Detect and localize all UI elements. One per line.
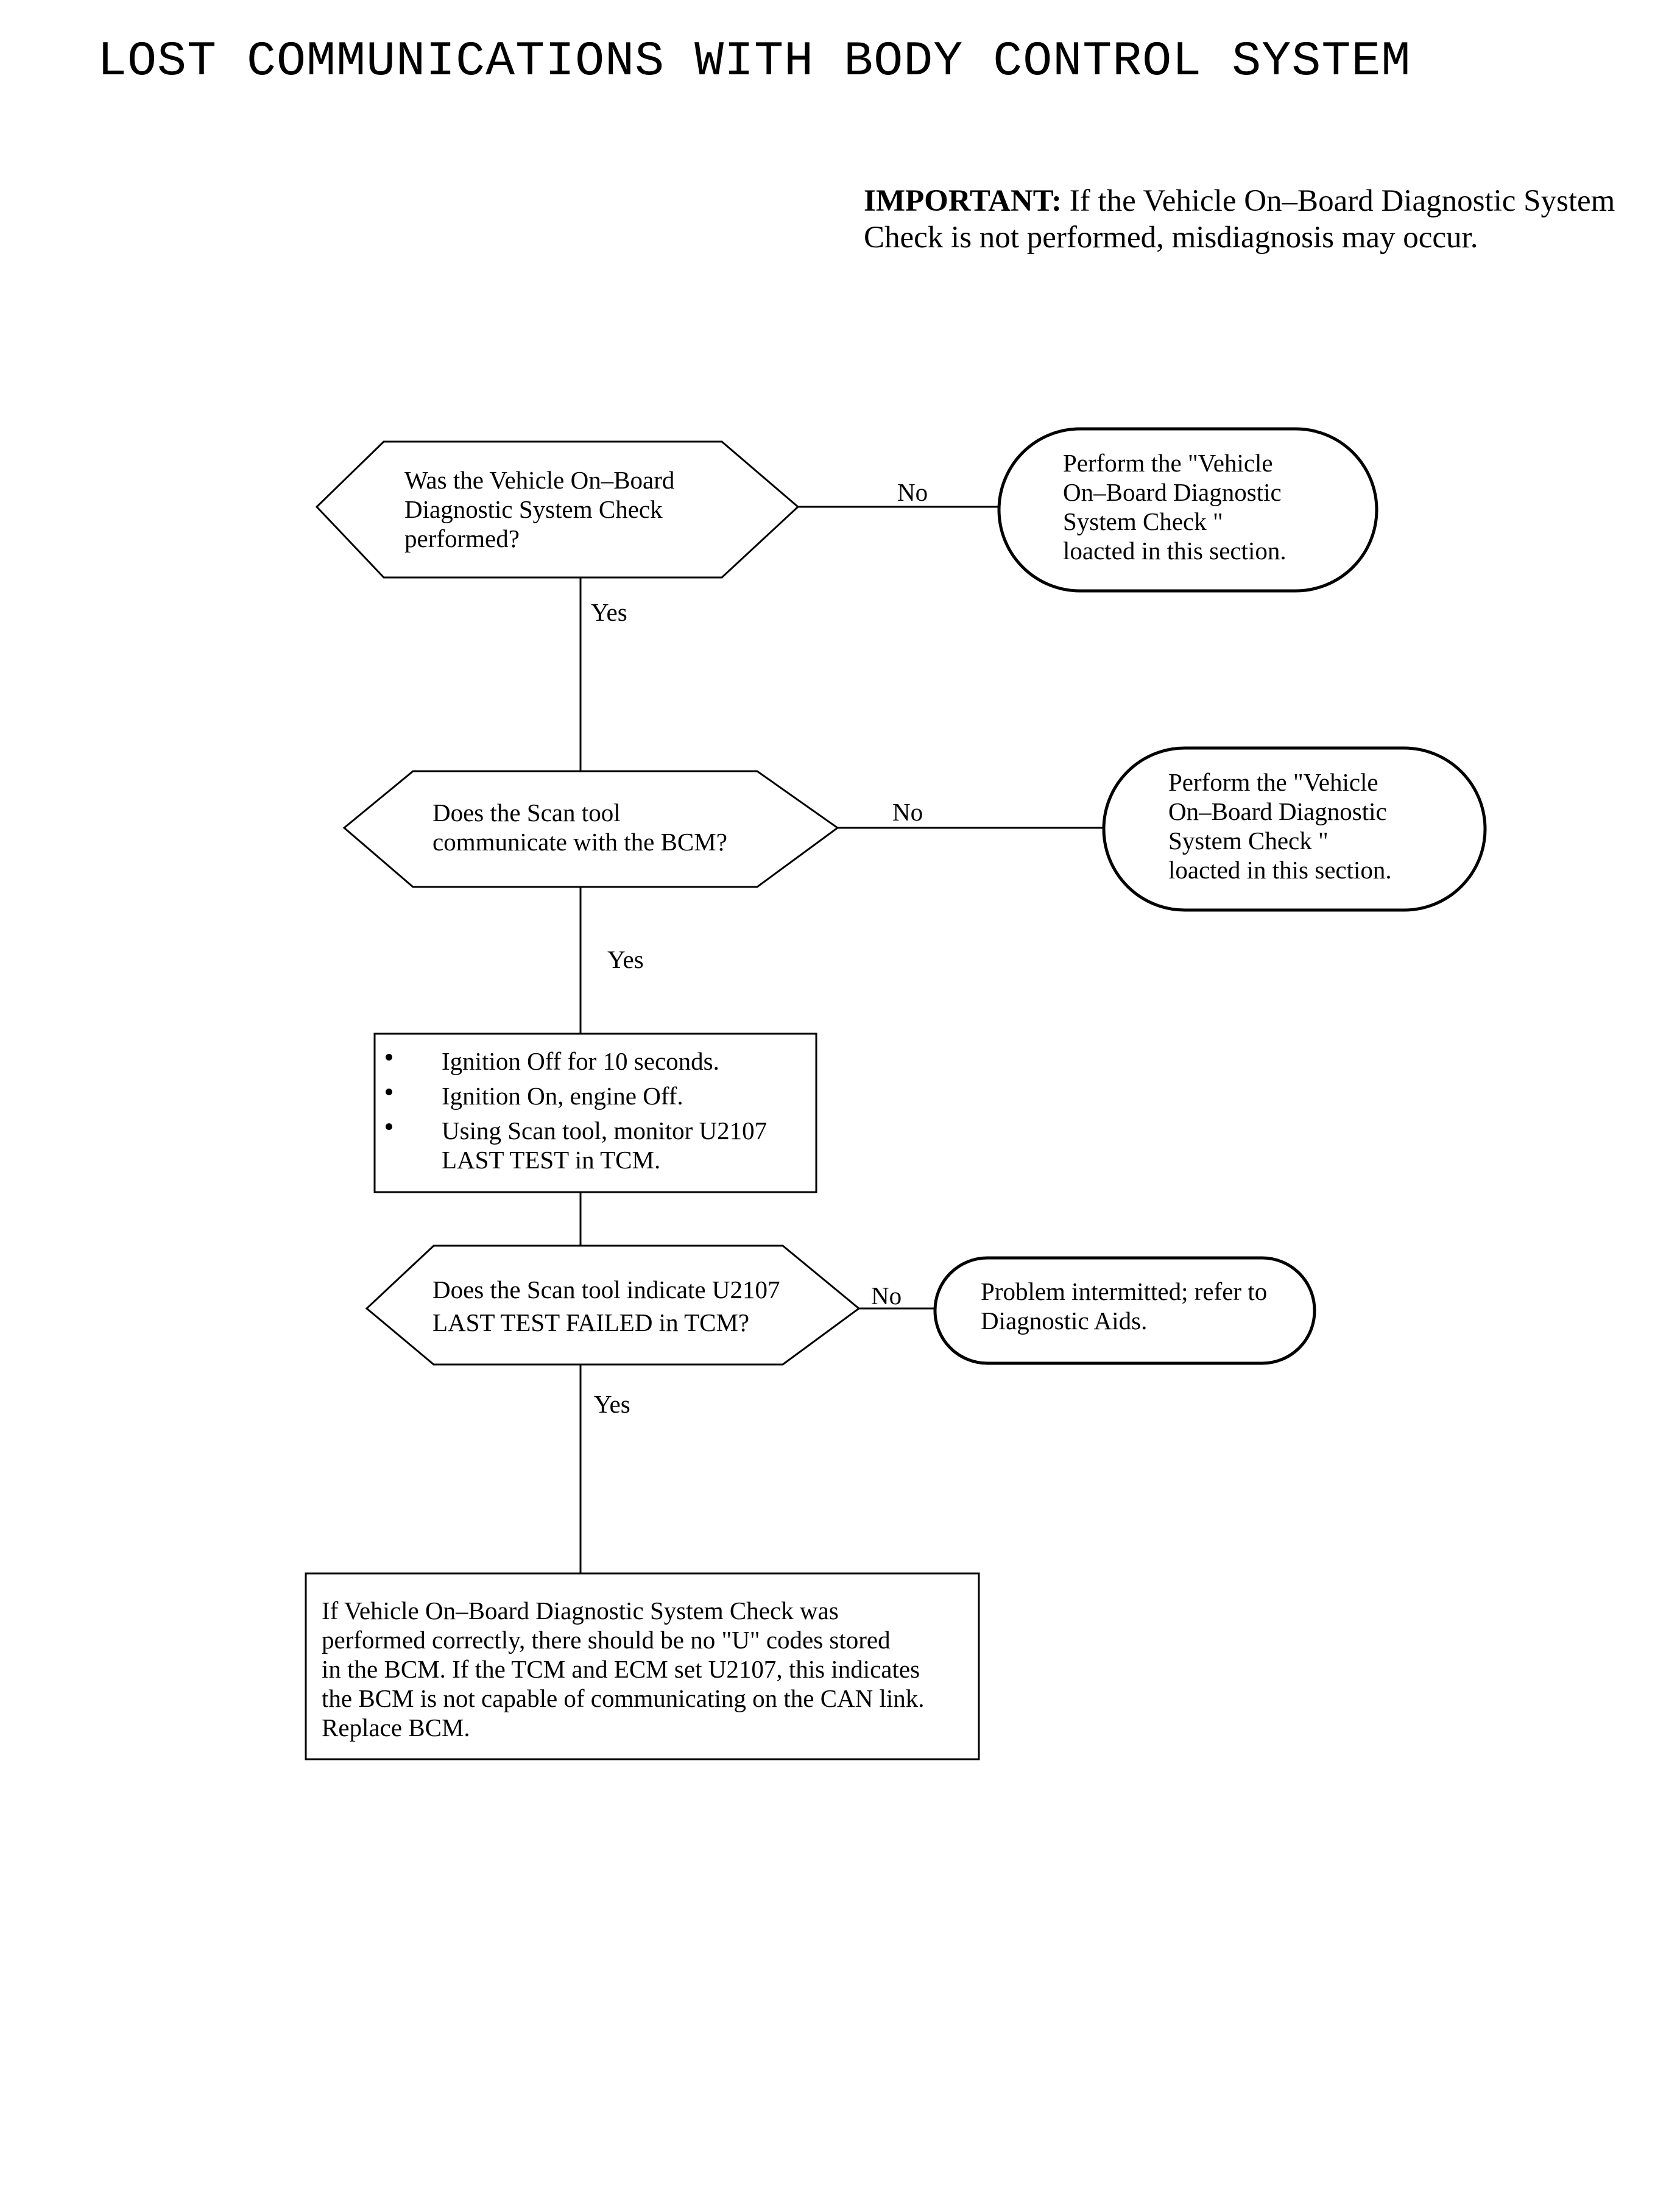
label-yes-1: Yes (591, 598, 627, 626)
decision-3-line: LAST TEST FAILED in TCM? (432, 1308, 750, 1336)
terminal-1-line: loacted in this section. (1063, 537, 1286, 565)
label-yes-2: Yes (607, 945, 644, 973)
steps-item: Ignition Off for 10 seconds. (375, 1047, 767, 1076)
final-action-line: Replace BCM. (322, 1714, 470, 1742)
terminal-1-shape (997, 427, 1378, 593)
decision-3-text: Does the Scan tool indicate U2107 LAST T… (432, 1273, 780, 1339)
decision-3-line: Does the Scan tool indicate U2107 (432, 1276, 780, 1304)
decision-1-line: Was the Vehicle On–Board (404, 466, 675, 494)
decision-1-text: Was the Vehicle On–Board Diagnostic Syst… (404, 465, 674, 553)
terminal-3-line: Diagnostic Aids. (981, 1307, 1148, 1335)
steps-item-text: Ignition On, engine Off. (442, 1082, 683, 1110)
decision-2-line: communicate with the BCM? (432, 828, 727, 856)
terminal-2-line: loacted in this section. (1168, 856, 1392, 884)
label-no-3: No (871, 1282, 902, 1310)
steps-item-text: Ignition Off for 10 seconds. (442, 1047, 719, 1075)
terminal-3-text: Problem intermitted; refer to Diagnostic… (981, 1277, 1267, 1335)
label-no-1: No (897, 478, 928, 506)
decision-2-shape (342, 770, 839, 888)
steps-item-text: Using Scan tool, monitor U2107 (442, 1117, 768, 1145)
important-note: IMPORTANT: If the Vehicle On–Board Diagn… (864, 183, 1631, 256)
decision-1-line: performed? (404, 524, 520, 552)
final-box-shape (305, 1572, 980, 1760)
terminal-3-shape (933, 1256, 1316, 1365)
terminal-2-line: System Check " (1168, 827, 1329, 855)
decision-2-text: Does the Scan tool communicate with the … (432, 798, 727, 856)
terminal-2-line: On–Board Diagnostic (1168, 797, 1387, 825)
terminal-1-line: Perform the "Vehicle (1063, 449, 1273, 477)
steps-item: Ignition On, engine Off. (375, 1081, 767, 1110)
final-action-line: the BCM is not capable of communicating … (322, 1684, 925, 1712)
steps-list: Ignition Off for 10 seconds. Ignition On… (375, 1047, 767, 1180)
page-title: LOST COMMUNICATIONS WITH BODY CONTROL SY… (97, 34, 1411, 90)
decision-1-line: Diagnostic System Check (404, 495, 663, 523)
terminal-2-text: Perform the "Vehicle On–Board Diagnostic… (1168, 768, 1392, 884)
label-yes-3: Yes (594, 1390, 630, 1418)
decision-1-shape (315, 440, 800, 579)
final-action-text: If Vehicle On–Board Diagnostic System Ch… (322, 1596, 925, 1742)
decision-2-line: Does the Scan tool (432, 799, 621, 827)
final-action-line: If Vehicle On–Board Diagnostic System Ch… (322, 1597, 839, 1625)
terminal-2-line: Perform the "Vehicle (1168, 768, 1378, 796)
steps-item-text: LAST TEST in TCM. (442, 1146, 661, 1174)
decision-3-shape (365, 1244, 861, 1366)
terminal-1-text: Perform the "Vehicle On–Board Diagnostic… (1063, 448, 1286, 565)
terminal-2-shape (1102, 746, 1487, 912)
important-text: If the Vehicle On–Board Diagnostic Syste… (864, 184, 1615, 255)
final-action-line: performed correctly, there should be no … (322, 1626, 891, 1654)
steps-box-shape (373, 1033, 817, 1193)
important-label: IMPORTANT: (864, 184, 1062, 218)
terminal-1-line: On–Board Diagnostic (1063, 478, 1282, 506)
terminal-1-line: System Check " (1063, 507, 1223, 535)
terminal-3-line: Problem intermitted; refer to (981, 1277, 1268, 1305)
final-action-line: in the BCM. If the TCM and ECM set U2107… (322, 1655, 920, 1683)
label-no-2: No (892, 798, 923, 826)
